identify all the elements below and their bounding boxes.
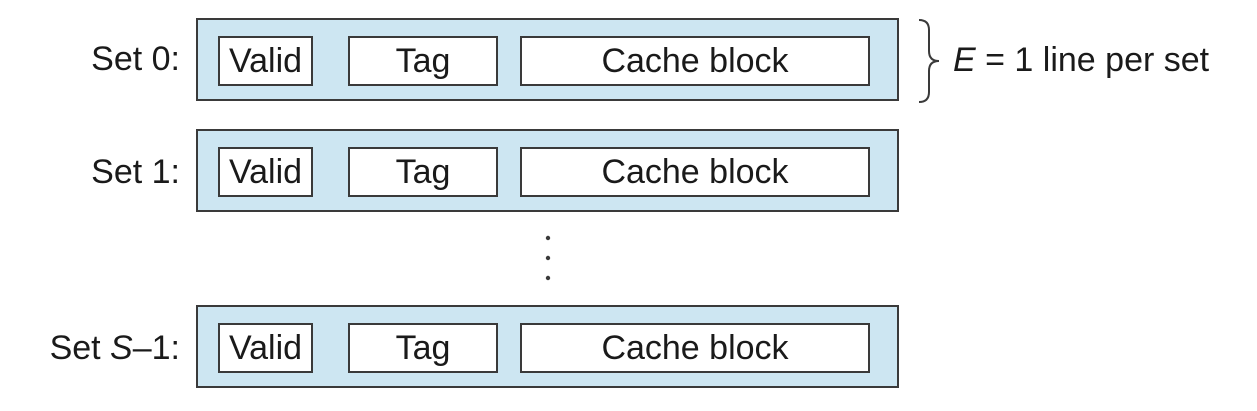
valid-field: Valid: [218, 323, 313, 373]
set-label-last: Set S–1:: [49, 329, 180, 367]
set-label-0: Set 0:: [91, 40, 180, 78]
tag-field: Tag: [348, 147, 498, 197]
lines-per-set-annotation: E = 1 line per set: [953, 41, 1210, 79]
vertical-ellipsis-icon: [545, 235, 551, 281]
brace-icon: [918, 19, 940, 103]
cache-block-field: Cache block: [520, 323, 870, 373]
set-row-last: Valid Tag Cache block: [196, 305, 899, 388]
cache-block-field: Cache block: [520, 36, 870, 86]
tag-field: Tag: [348, 36, 498, 86]
cache-block-field: Cache block: [520, 147, 870, 197]
set-row-1: Valid Tag Cache block: [196, 129, 899, 212]
valid-field: Valid: [218, 147, 313, 197]
valid-field: Valid: [218, 36, 313, 86]
set-row-0: Valid Tag Cache block: [196, 18, 899, 101]
set-label-1: Set 1:: [91, 153, 180, 191]
tag-field: Tag: [348, 323, 498, 373]
